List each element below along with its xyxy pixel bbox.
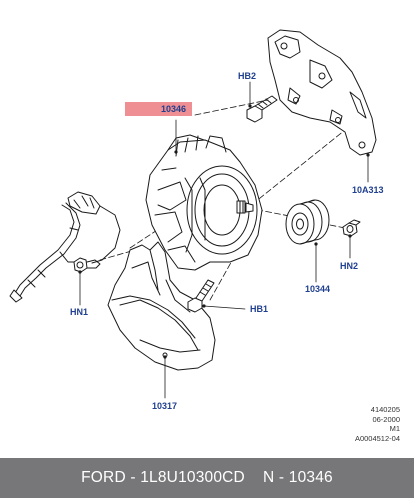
drawing-number: 4140205 [370,405,400,414]
bolt-hb2 [246,95,278,123]
footer-bar: FORD - 1L8U10300CD N - 10346 [0,458,414,498]
pulley [285,199,330,245]
callout-10346: 10346 [125,102,193,116]
callout-hn2: HN2 [340,261,359,271]
bolt-hb1 [187,279,215,313]
alternator [145,134,263,271]
drawing-date: 06-2000 [372,414,400,424]
footer-part-number: FORD - 1L8U10300CD N - 10346 [81,469,333,486]
mounting-bracket [267,29,377,156]
drawing-revision: M1 [389,424,400,433]
callout-hn1: HN1 [70,307,89,317]
callout-10317: 10317 [152,401,178,411]
nut-hn2 [342,219,361,237]
heat-shield [107,241,216,371]
leader-lines [79,81,369,399]
callout-10344: 10344 [305,284,331,294]
wiring-harness [9,191,121,303]
callout-10a313: 10A313 [352,185,384,195]
drawing-metadata: 4140205 06-2000 M1 A0004512-04 [355,405,400,443]
parts-diagram [9,29,377,399]
drawing-code: A0004512-04 [354,433,400,443]
callout-hb1: HB1 [250,304,269,314]
nut-hn1 [73,257,101,273]
callout-hb2: HB2 [238,71,257,81]
leader-dots [78,104,370,359]
